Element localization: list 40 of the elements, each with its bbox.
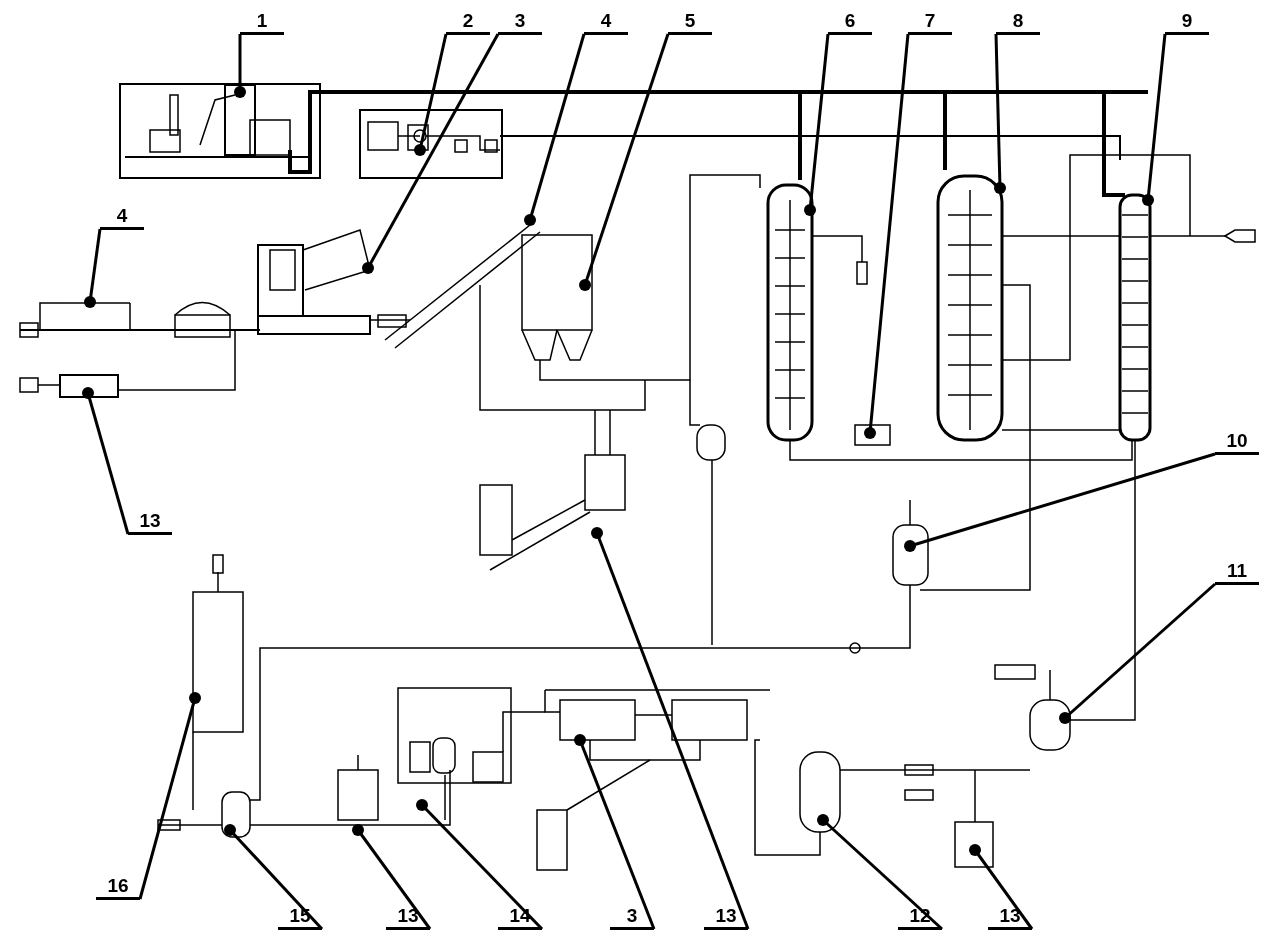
callout-number: 13 — [704, 905, 748, 930]
callout-number: 12 — [898, 905, 942, 930]
callout-number: 3 — [610, 905, 654, 930]
callout-number: 3 — [498, 10, 542, 35]
leader-line — [138, 692, 201, 900]
callout-number: 4 — [100, 205, 144, 230]
leader-line — [804, 33, 830, 216]
callout-number: 4 — [584, 10, 628, 35]
leader-line — [352, 824, 432, 930]
callout-number: 9 — [1165, 10, 1209, 35]
callout-number: 13 — [386, 905, 430, 930]
leader-line — [864, 33, 910, 439]
leader-line — [817, 814, 943, 931]
callout-number: 10 — [1215, 430, 1259, 455]
leader-line — [904, 452, 1216, 552]
callout-number: 13 — [988, 905, 1032, 930]
leader-line — [416, 799, 544, 931]
leader-line — [82, 387, 130, 535]
leader-line — [414, 33, 448, 156]
leader-line — [994, 33, 1006, 194]
leader-line — [969, 844, 1034, 930]
callout-number: 6 — [828, 10, 872, 35]
leader-line — [84, 228, 102, 308]
callout-number: 13 — [128, 510, 172, 535]
leader-line — [591, 527, 750, 930]
callout-number: 5 — [668, 10, 712, 35]
callout-number: 2 — [446, 10, 490, 35]
callout-number: 11 — [1215, 560, 1259, 585]
leader-line — [1059, 582, 1216, 724]
callout-number: 16 — [96, 875, 140, 900]
callout-number: 8 — [996, 10, 1040, 35]
leader-line — [362, 33, 500, 274]
callout-number: 7 — [908, 10, 952, 35]
leader-line — [579, 33, 670, 291]
leader-line — [234, 34, 246, 98]
leader-line — [574, 734, 656, 930]
leader-line — [224, 824, 324, 931]
leader-line — [1142, 33, 1167, 206]
callout-number: 1 — [240, 10, 284, 35]
leader-line — [524, 33, 586, 226]
